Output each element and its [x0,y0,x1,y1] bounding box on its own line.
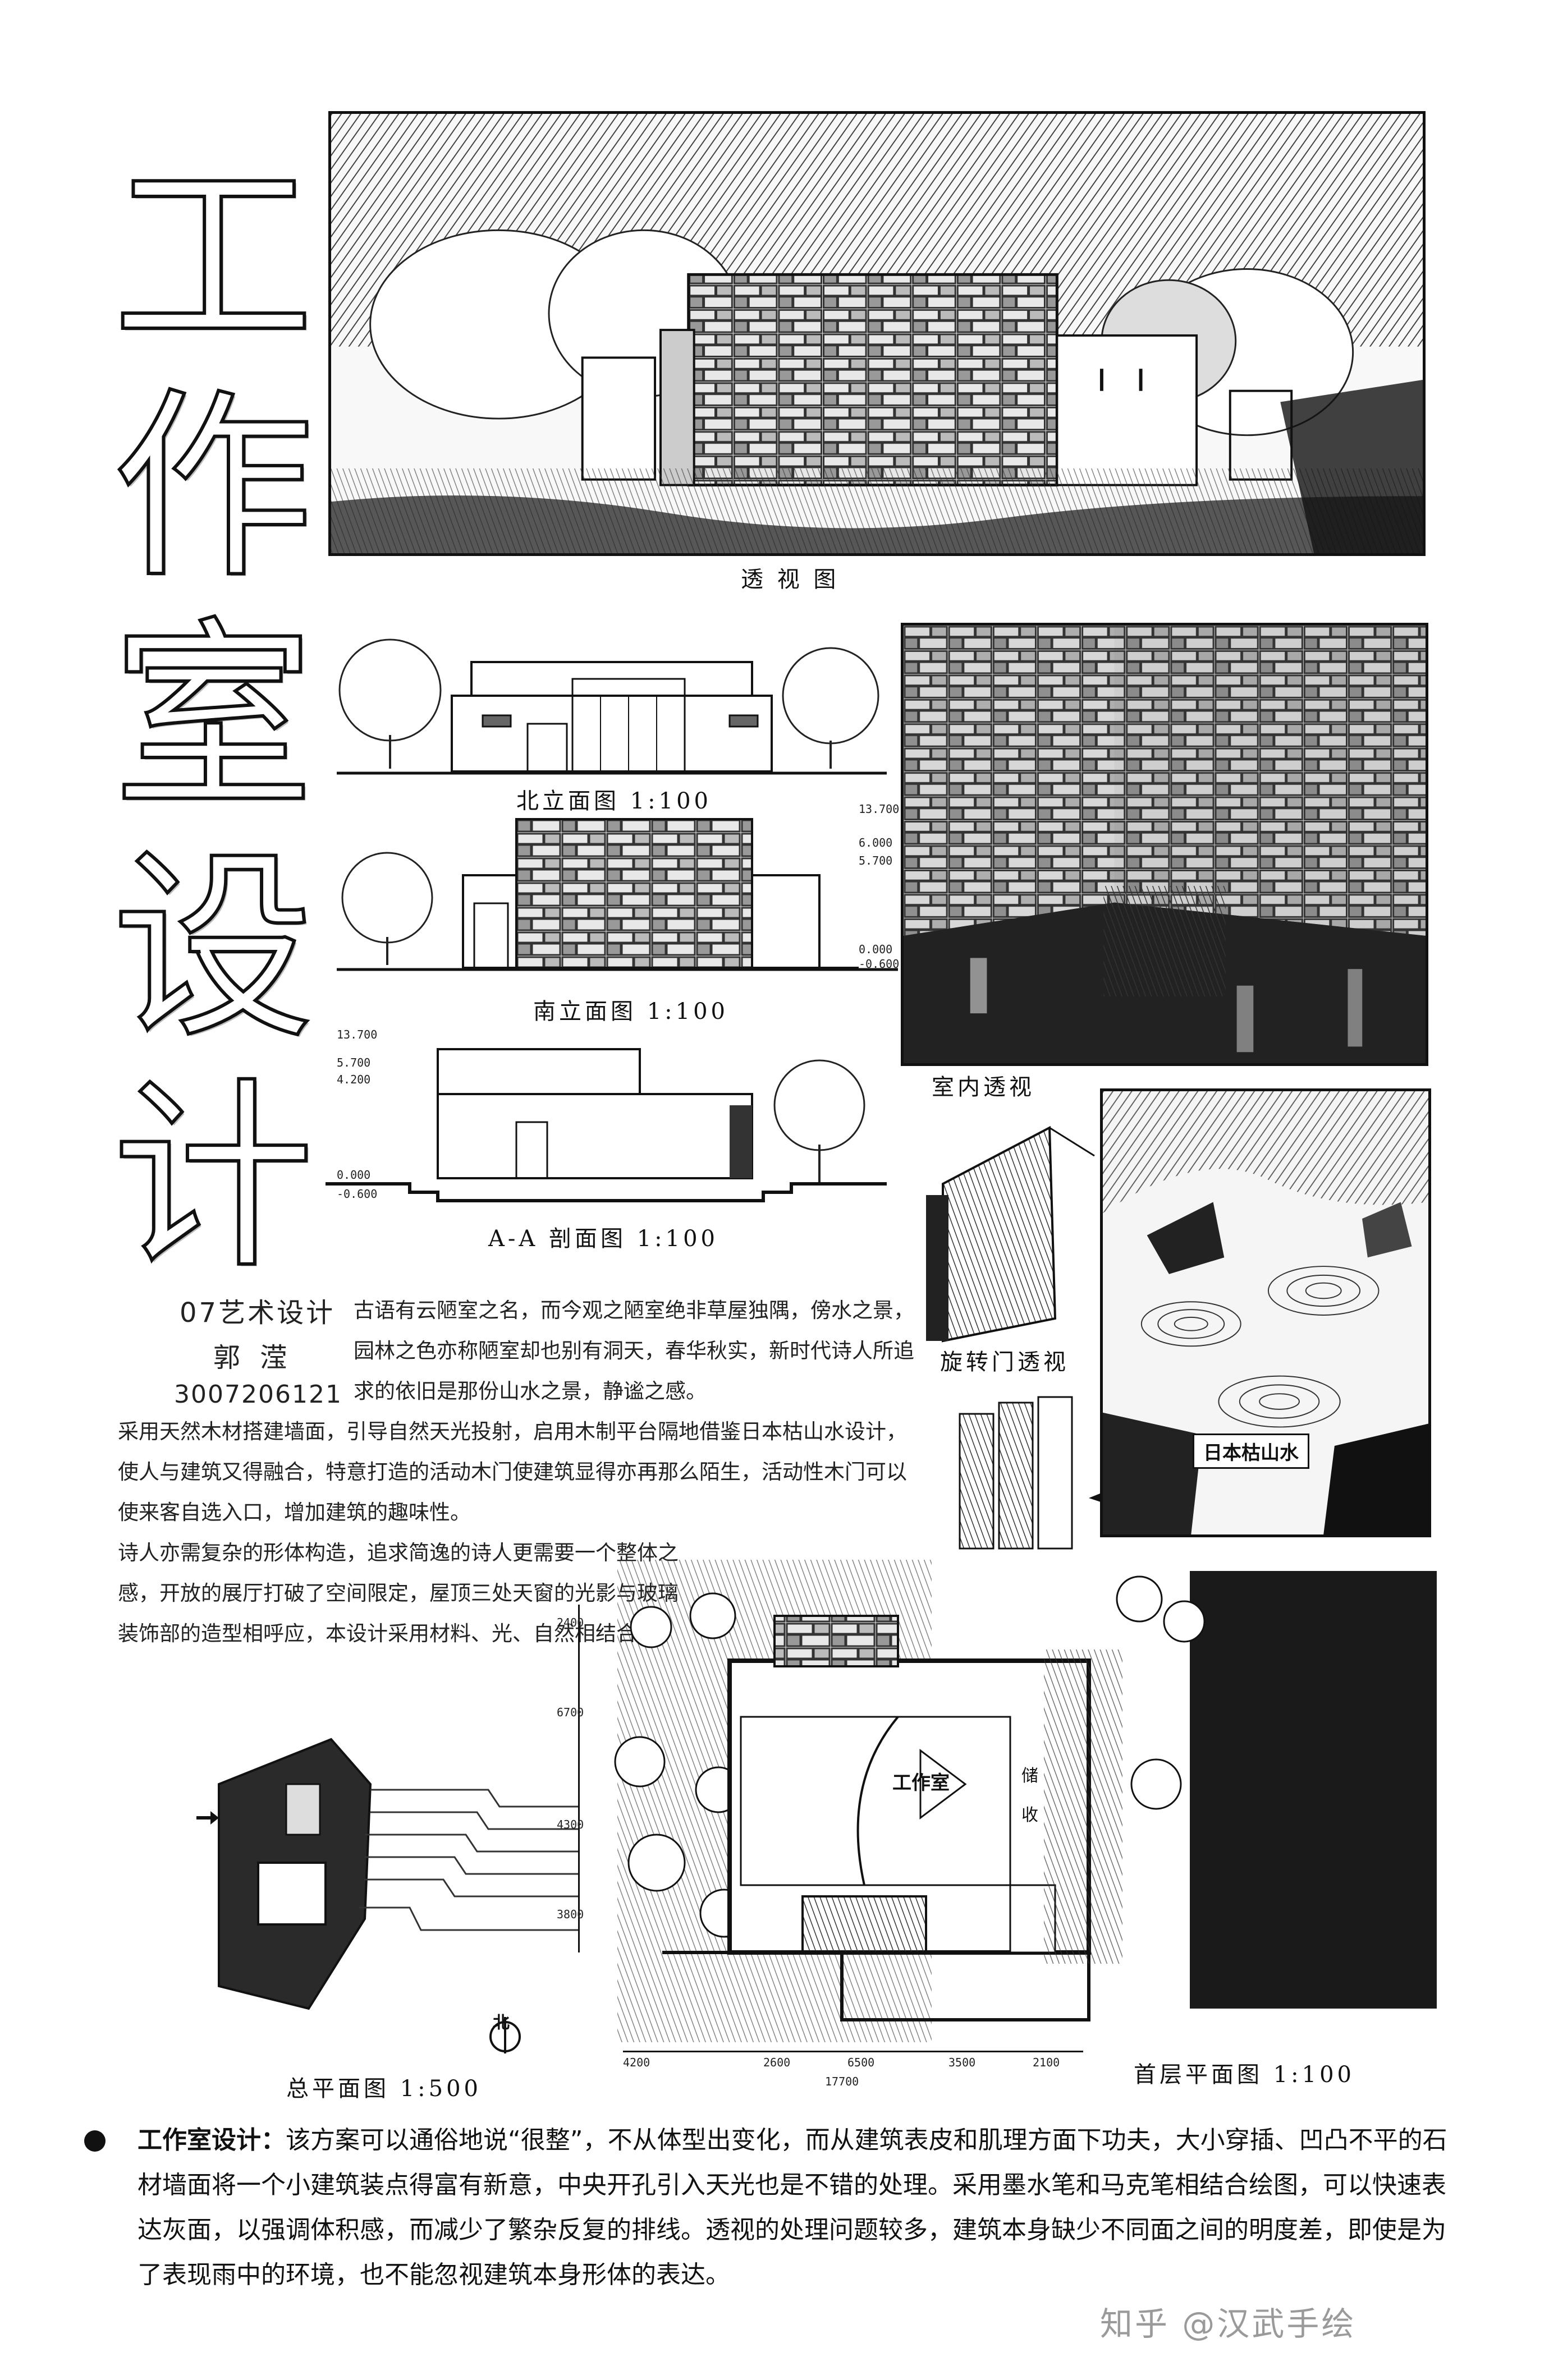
critique-body: 该方案可以通俗地说“很整”，不从体型出变化，而从建筑表皮和肌理方面下功夫，大小穿… [138,2126,1447,2289]
critique-heading: 工作室设计： [138,2126,286,2154]
dry-garden-drawing: 日本枯山水 [1100,1088,1431,1537]
section-dims: 13.700 5.700 4.200 0.000 -0.600 [337,1028,378,1201]
revolving-door-drawing-2 [954,1391,1122,1560]
essay-paragraph-3: 诗人亦需复杂的形体构造，追求简逸的诗人更需要一个整体之感，开放的展厅打破了空间限… [118,1541,679,1646]
site-plan-drawing [185,1717,589,2065]
essay-paragraph-1: 古语有云陋室之名，而今观之陋室绝非草屋独隅，傍水之景，园林之色亦称陋室却也别有洞… [354,1298,914,1403]
interior-perspective [901,623,1428,1066]
storage-label-2: 收 [1021,1805,1038,1825]
author-class: 07艺术设计 [180,1297,336,1329]
critique-text: 工作室设计：该方案可以通俗地说“很整”，不从体型出变化，而从建筑表皮和肌理方面下… [84,2118,1465,2298]
bullet-icon [84,2130,106,2152]
north-elevation [337,612,887,780]
revolving-door-drawing [920,1105,1106,1352]
floor-plan-left-dims: 2400 6700 4300 3800 [556,1605,584,1952]
revolving-door-caption: 旋转门透视 [940,1349,1069,1375]
title-char-5: 计 [111,1059,316,1297]
storage-label-1: 储 [1021,1766,1038,1786]
north-arrow-label: 北 [493,2013,510,2033]
site-plan-caption: 总平面图 1:500 [286,2076,482,2102]
critique-footer: 工作室设计：该方案可以通俗地说“很整”，不从体型出变化，而从建筑表皮和肌理方面下… [84,2118,1465,2298]
title-char-3: 室 [111,599,316,837]
south-elevation-caption: 南立面图 1:100 [533,999,728,1024]
title-char-2: 作 [111,369,316,607]
author-id: 3007206121 [174,1380,342,1409]
section-caption: A-A 剖面图 1:100 [488,1226,718,1252]
south-elevation [337,808,898,976]
author-name: 郭 滢 [213,1342,293,1373]
title-char-1: 工 [111,139,316,377]
perspective-caption: 透 视 图 [741,567,840,592]
watermark: 知乎 @汉武手绘 [1100,2305,1356,2343]
studio-label: 工作室 [892,1772,950,1794]
north-elevation-caption: 北立面图 1:100 [516,788,712,814]
south-elevation-dims: 13.700 6.000 5.700 0.000 -0.600 [859,802,900,971]
interior-caption: 室内透视 [932,1074,1035,1100]
floor-plan-caption: 首层平面图 1:100 [1134,2062,1355,2088]
title-char-4: 设 [111,829,316,1067]
essay-paragraph-2: 采用天然木材搭建墙面，引导自然天光投射，启用木制平台隔地借鉴日本枯山水设计，使人… [118,1419,907,1524]
floor-plan-drawing: 工作室 储 收 [561,1549,1437,2053]
floor-plan-bottom-dims: 4200 2600 6500 3500 2100 17700 [623,2051,1083,2092]
perspective-drawing [328,111,1426,556]
section-drawing [326,1021,887,1206]
design-essay: 古语有云陋室之名，而今观之陋室绝非草屋独隅，傍水之景，园林之色亦称陋室却也别有洞… [118,1290,920,1654]
dry-garden-label: 日本枯山水 [1193,1433,1309,1469]
